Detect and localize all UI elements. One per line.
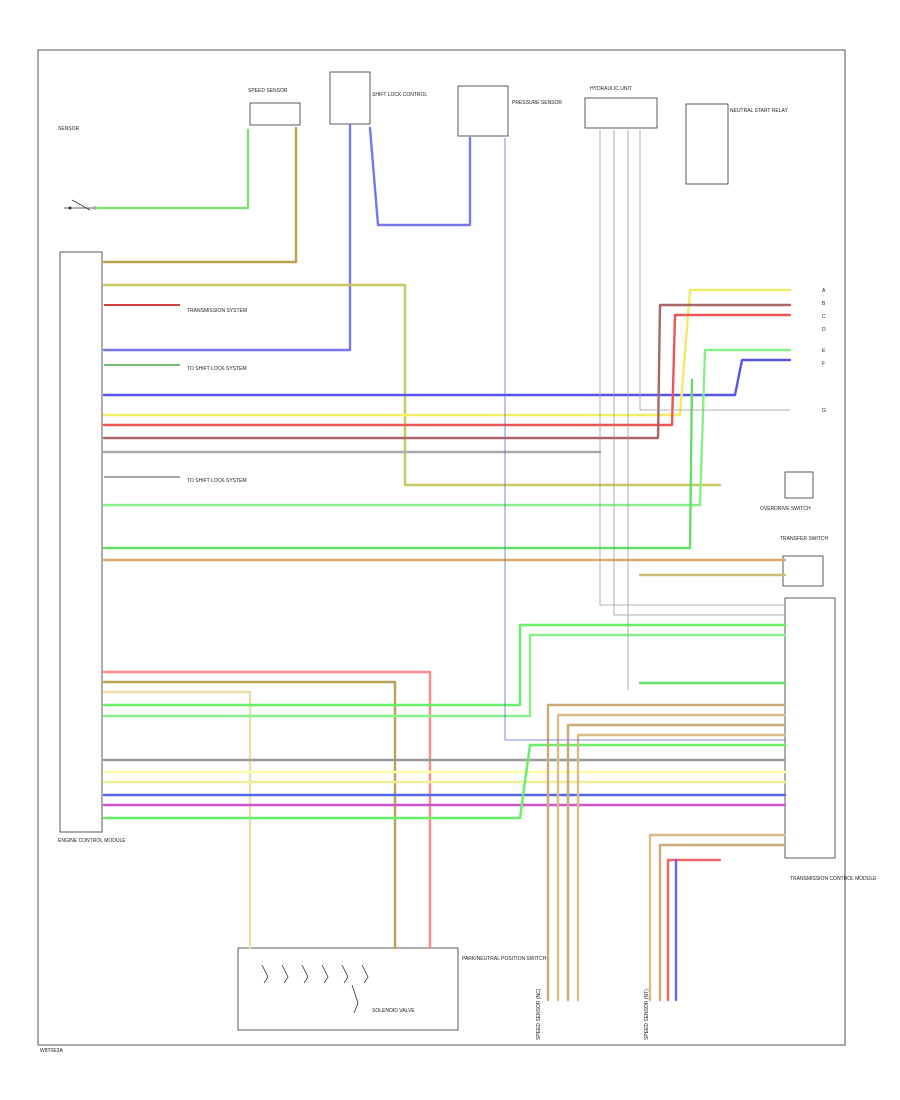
to-shift-lock-label-1: TO SHIFT LOCK SYSTEM bbox=[187, 366, 247, 372]
solenoid-valve-block bbox=[237, 947, 459, 1031]
solenoid-symbols bbox=[261, 964, 369, 1014]
ecm-label: ENGINE CONTROL MODULE bbox=[58, 838, 126, 844]
ecm-connector-block bbox=[59, 251, 103, 833]
tcm-label: TRANSMISSION CONTROL MODULE bbox=[790, 876, 877, 882]
sensor-left-label: SENSOR bbox=[58, 126, 80, 132]
pnp-switch-label: PARK/NEUTRAL POSITION SWITCH bbox=[462, 956, 547, 962]
svg-text:B: B bbox=[822, 301, 826, 307]
wires bbox=[93, 123, 792, 1002]
neutral-start-box bbox=[685, 103, 729, 185]
overdrive-switch-box bbox=[784, 471, 814, 499]
overdrive-switch-label: OVERDRIVE SWITCH bbox=[760, 506, 811, 512]
transfer-switch-label: TRANSFER SWITCH bbox=[780, 536, 828, 542]
svg-text:F: F bbox=[822, 361, 825, 367]
svg-text:A: A bbox=[822, 288, 826, 294]
solenoid-valve-label: SOLENOID VALVE bbox=[372, 1008, 415, 1014]
connector-refs: A B C D E F G bbox=[822, 288, 826, 414]
neutral-start-label: NEUTRAL START RELAY bbox=[730, 108, 788, 114]
hydraulic-unit-label: HYDRAULIC UNIT bbox=[590, 86, 632, 92]
pressure-sensor-label: PRESSURE SENSOR bbox=[512, 100, 562, 106]
to-shift-lock-label-2: TO SHIFT LOCK SYSTEM bbox=[187, 478, 247, 484]
shift-lock-label: SHIFT LOCK CONTROL bbox=[372, 92, 427, 98]
speed-sensor-nc-label: SPEED SENSOR (NC) bbox=[536, 988, 542, 1040]
tcm-connector-block bbox=[784, 597, 836, 859]
svg-text:C: C bbox=[822, 314, 826, 320]
svg-text:D: D bbox=[822, 327, 826, 333]
speed-sensor-nt-label: SPEED SENSOR (NT) bbox=[644, 989, 650, 1040]
trans-diag-label: TRANSMISSION SYSTEM bbox=[187, 308, 247, 314]
sensor-left-switch: SENSOR bbox=[58, 126, 97, 211]
svg-text:G: G bbox=[822, 408, 826, 414]
pressure-sensor-box bbox=[457, 85, 509, 137]
footer-code: W8T0E3A bbox=[40, 1048, 63, 1054]
shift-lock-connector bbox=[329, 71, 371, 125]
transfer-switch-box bbox=[782, 555, 824, 587]
side-arrows bbox=[104, 304, 180, 478]
hydraulic-unit-box bbox=[584, 97, 658, 129]
diagram-frame bbox=[37, 49, 846, 1046]
speed-sensor-connector bbox=[249, 102, 301, 126]
speed-sensor-top-label: SPEED SENSOR bbox=[248, 88, 288, 94]
svg-text:E: E bbox=[822, 348, 826, 354]
